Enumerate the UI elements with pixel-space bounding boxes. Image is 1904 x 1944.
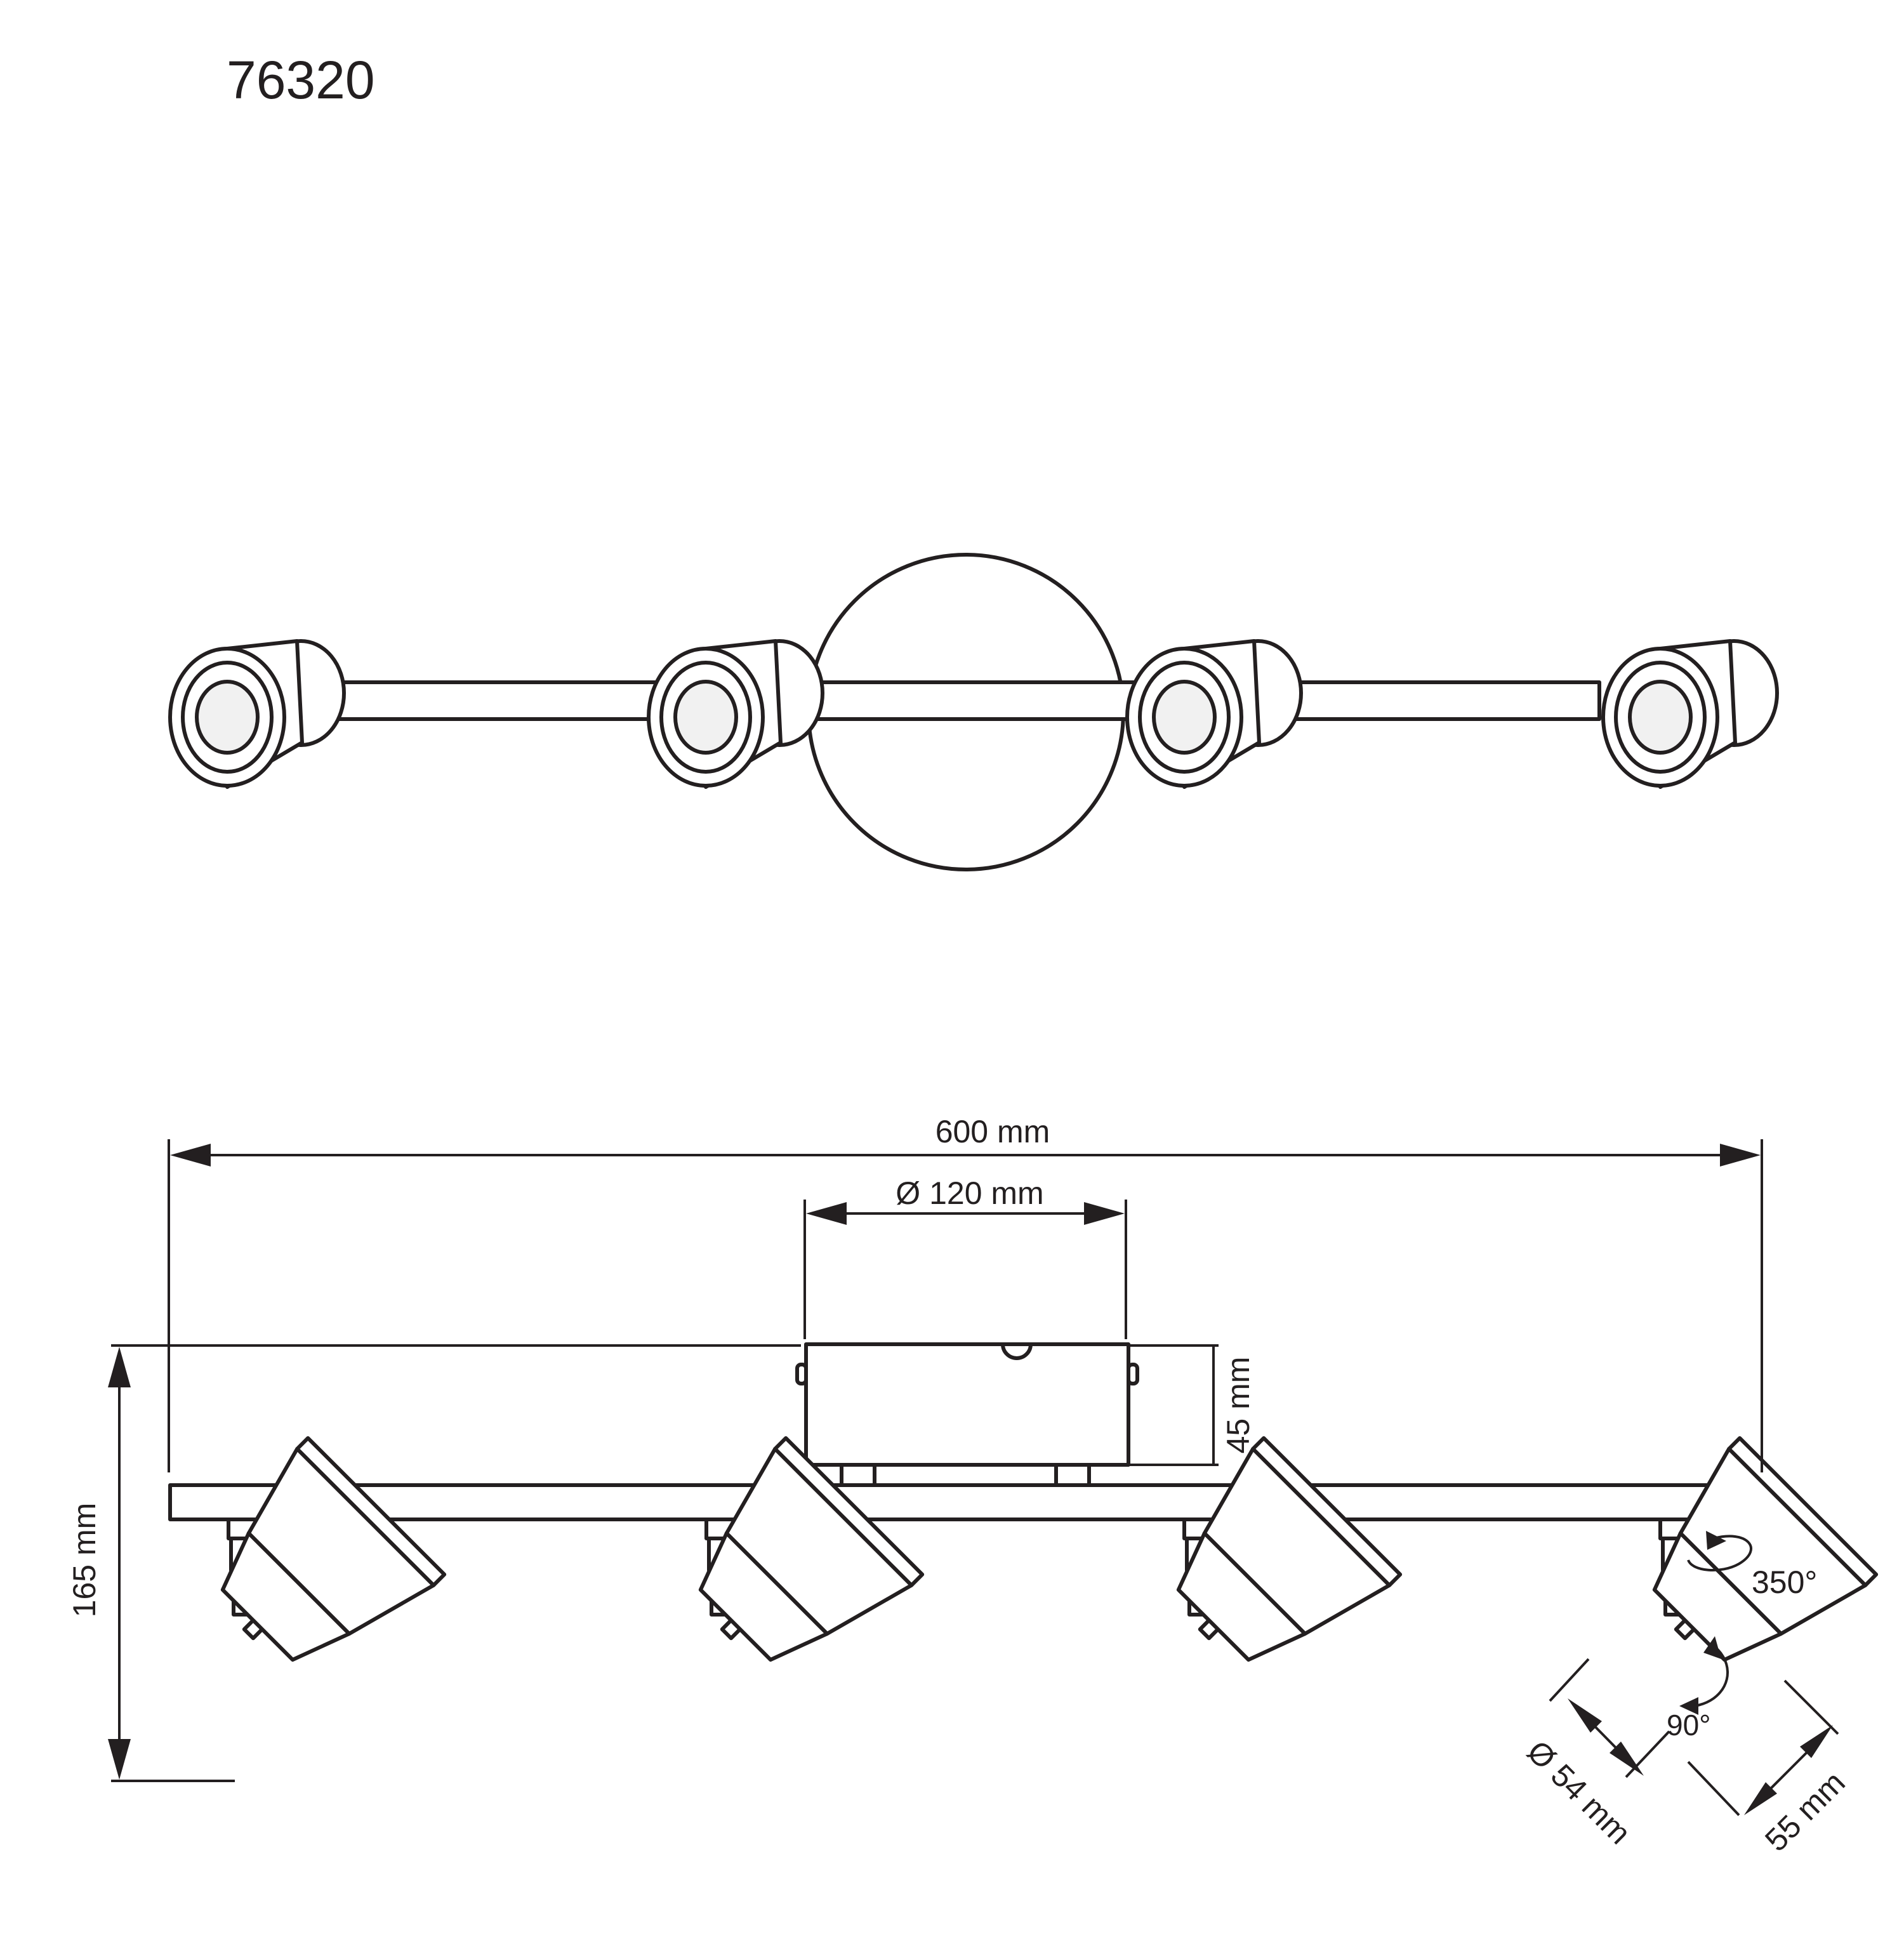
- canopy-height-label: 45 mm: [1220, 1357, 1256, 1454]
- side-spot-rim: [1251, 1436, 1403, 1587]
- side-view: [168, 1342, 1879, 1662]
- head-length-arrow-b: [1800, 1725, 1833, 1758]
- top-view-bar: [328, 680, 1601, 721]
- canopy-diam-arrow-right: [1084, 1202, 1125, 1225]
- head-length-arrow-a: [1744, 1782, 1777, 1815]
- top-spot-lens: [1628, 680, 1693, 755]
- top-spot: [168, 639, 346, 789]
- head-diam-arrow-a: [1568, 1698, 1602, 1733]
- horizontal-rotation-label: 350°: [1752, 1564, 1817, 1600]
- side-canopy-notch: [1001, 1344, 1033, 1360]
- side-spot: [698, 1436, 925, 1662]
- canopy-diam-arrow-left: [806, 1202, 847, 1225]
- top-spot: [1125, 639, 1303, 789]
- top-spot-inner-ring: [1614, 661, 1707, 774]
- side-spot: [220, 1436, 447, 1662]
- head-diam-extension-b: [1625, 1730, 1670, 1778]
- width-label: 600 mm: [935, 1114, 1050, 1149]
- side-canopy-screw-right: [1127, 1363, 1139, 1385]
- side-view-spots: [220, 1436, 1879, 1662]
- side-bar: [168, 1483, 1764, 1521]
- top-spot-inner-ring: [1138, 661, 1231, 774]
- side-spot-head: [698, 1436, 925, 1662]
- head-diam-extension-a: [1549, 1658, 1590, 1702]
- vertical-rotation-arrow-bottom: [1679, 1697, 1698, 1715]
- side-spot: [1652, 1436, 1879, 1662]
- model-number: 76320: [227, 50, 375, 110]
- head-length-extension-a: [1687, 1761, 1740, 1816]
- top-spot-lens: [195, 680, 260, 755]
- side-spot-rim: [773, 1436, 925, 1587]
- top-spot-inner-ring: [181, 661, 274, 774]
- canopy-diameter-label: Ø 120 mm: [896, 1175, 1043, 1211]
- side-canopy-foot-right: [1054, 1463, 1091, 1487]
- horizontal-rotation-arrow: [1706, 1531, 1726, 1550]
- top-view: [168, 553, 1779, 871]
- width-arrow-right: [1720, 1144, 1761, 1167]
- side-spot-head: [1652, 1436, 1879, 1662]
- top-spot-inner-ring: [659, 661, 752, 774]
- top-spot-lens: [673, 680, 738, 755]
- width-arrow-left: [170, 1144, 211, 1167]
- height-arrow-top: [108, 1347, 131, 1387]
- side-canopy-screw-left: [795, 1363, 808, 1385]
- head-length-extension-b: [1783, 1679, 1839, 1735]
- height-arrow-bottom: [108, 1739, 131, 1780]
- top-view-spots: [168, 639, 1779, 789]
- top-spot: [647, 639, 824, 789]
- head-length-label: 55 mm: [1758, 1764, 1852, 1858]
- horizontal-rotation-arc: [1687, 1535, 1752, 1571]
- side-spot-rim: [1727, 1436, 1879, 1587]
- head-diam-arrow-b: [1610, 1742, 1644, 1776]
- side-spot-head: [1176, 1436, 1403, 1662]
- height-label: 165 mm: [67, 1503, 102, 1618]
- vertical-rotation-arrow-top: [1703, 1636, 1721, 1659]
- side-canopy-box: [804, 1342, 1130, 1467]
- top-spot-lens: [1152, 680, 1217, 755]
- side-canopy-foot-left: [840, 1463, 876, 1487]
- side-spot-rim: [295, 1436, 447, 1587]
- top-spot: [1601, 639, 1779, 789]
- vertical-rotation-label: 90°: [1667, 1709, 1711, 1742]
- side-spot: [1176, 1436, 1403, 1662]
- side-spot-head: [220, 1436, 447, 1662]
